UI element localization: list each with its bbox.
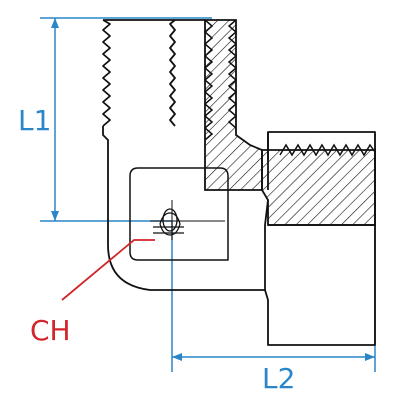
chamfer-symbol: [153, 208, 184, 236]
ch-label: CH: [30, 314, 71, 347]
l1-label: L1: [18, 104, 51, 137]
vertical-section: [203, 19, 263, 191]
female-thread-top: [279, 143, 376, 157]
l2-label: L2: [262, 362, 295, 395]
l2-arrow-right: [365, 353, 375, 361]
ch-leader-line: [61, 239, 155, 301]
l1-arrow-bottom: [51, 211, 59, 221]
male-thread-profile: [102, 19, 111, 127]
male-thread-inner: [169, 19, 176, 127]
l1-arrow-top: [51, 18, 59, 28]
ch-callout: CH: [30, 239, 155, 347]
horizontal-section: [261, 143, 376, 226]
vertical-bore-thread: [203, 19, 214, 141]
dimension-l1: L1: [18, 17, 212, 222]
l2-arrow-left: [172, 353, 182, 361]
